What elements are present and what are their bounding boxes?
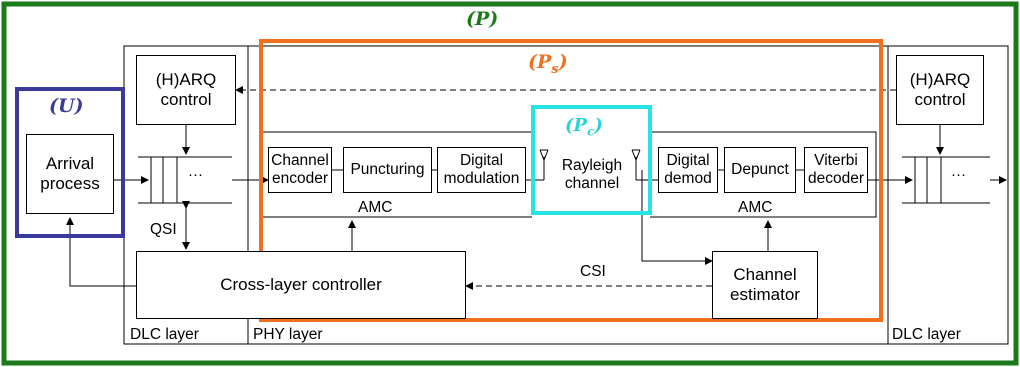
- region-Ps-sub: s: [551, 61, 559, 77]
- rayleigh-channel-label: Rayleigh channel: [556, 157, 628, 193]
- dlc-layer-left-label: DLC layer: [130, 326, 199, 343]
- harq-control-right: (H)ARQ control: [896, 55, 984, 125]
- channel-estimator-line2: estimator: [730, 285, 800, 304]
- dlc-layer-right-label: DLC layer: [892, 326, 961, 343]
- qsi-label: QSI: [150, 221, 177, 238]
- viterbi-line1: Viterbi: [814, 151, 858, 169]
- csi-label: CSI: [580, 263, 606, 280]
- tx-antenna-icon: [539, 149, 549, 180]
- digital-modulation-line2: modulation: [443, 170, 520, 187]
- channel-encoder-line1: Channel: [271, 151, 329, 169]
- channel-encoder-block: Channel encoder: [268, 147, 332, 193]
- harq-right-line1: (H)ARQ: [909, 69, 971, 89]
- digital-modulation-line1: Digital: [459, 151, 504, 169]
- depunct-label: Depunct: [731, 160, 789, 178]
- channel-estimator-line1: Channel: [733, 264, 797, 284]
- rx-chain-frame: [650, 131, 877, 218]
- cross-layer-controller-block: Cross-layer controller: [136, 251, 466, 319]
- rayleigh-line1: Rayleigh: [561, 157, 623, 174]
- depunct-block: Depunct: [724, 147, 796, 193]
- channel-estimator-block: Channel estimator: [712, 251, 818, 319]
- right-queue-dots: ···: [951, 166, 966, 183]
- digital-modulation-block: Digital modulation: [437, 147, 526, 193]
- puncturing-block: Puncturing: [343, 147, 432, 193]
- region-Pc-border: [531, 105, 652, 215]
- rayleigh-line2: channel: [564, 174, 620, 192]
- rx-antenna-icon: [631, 149, 641, 180]
- puncturing-label: Puncturing: [350, 160, 425, 178]
- digital-demod-line2: demod: [664, 170, 712, 187]
- harq-control-left: (H)ARQ control: [136, 55, 236, 125]
- dlc-layer-right-frame: [887, 45, 1009, 345]
- amc-rx-label: AMC: [738, 199, 773, 216]
- arrow-channel-to-estimator: [641, 170, 713, 265]
- region-Pc-sub: c: [587, 124, 595, 139]
- arrival-process-block: Arrival process: [26, 134, 114, 214]
- viterbi-decoder-block: Viterbi decoder: [804, 147, 868, 193]
- digital-demod-line1: Digital: [666, 151, 710, 169]
- amc-tx-label: AMC: [358, 199, 393, 216]
- region-Ps-main: (P: [528, 51, 552, 73]
- harq-left-line1: (H)ARQ: [155, 69, 217, 89]
- region-Pc-label: (Pc): [565, 115, 603, 139]
- region-U-border: [15, 87, 125, 238]
- region-U-label: (U): [49, 95, 84, 117]
- region-Pc-close: ): [594, 115, 603, 136]
- channel-encoder-line2: encoder: [271, 170, 328, 187]
- region-Ps-border: [259, 39, 883, 322]
- arrival-process-line2: process: [40, 174, 100, 193]
- digital-demod-block: Digital demod: [658, 147, 718, 193]
- region-Ps-label: (Ps): [528, 51, 568, 78]
- left-queue-dots: ···: [188, 166, 203, 183]
- cross-layer-controller-label: Cross-layer controller: [220, 274, 382, 294]
- phy-layer-label: PHY layer: [253, 326, 323, 343]
- left-queue: [138, 156, 232, 204]
- harq-left-line2: control: [160, 90, 212, 109]
- region-Pc-main: (P: [565, 115, 588, 136]
- right-queue: [902, 156, 990, 204]
- region-P-label: (P): [466, 8, 499, 30]
- harq-right-line2: control: [914, 90, 966, 109]
- arrow-controller-to-arrival: [66, 217, 136, 287]
- region-Ps-close: ): [558, 51, 568, 73]
- viterbi-line2: decoder: [807, 170, 864, 187]
- arrival-process-line1: Arrival: [45, 153, 95, 173]
